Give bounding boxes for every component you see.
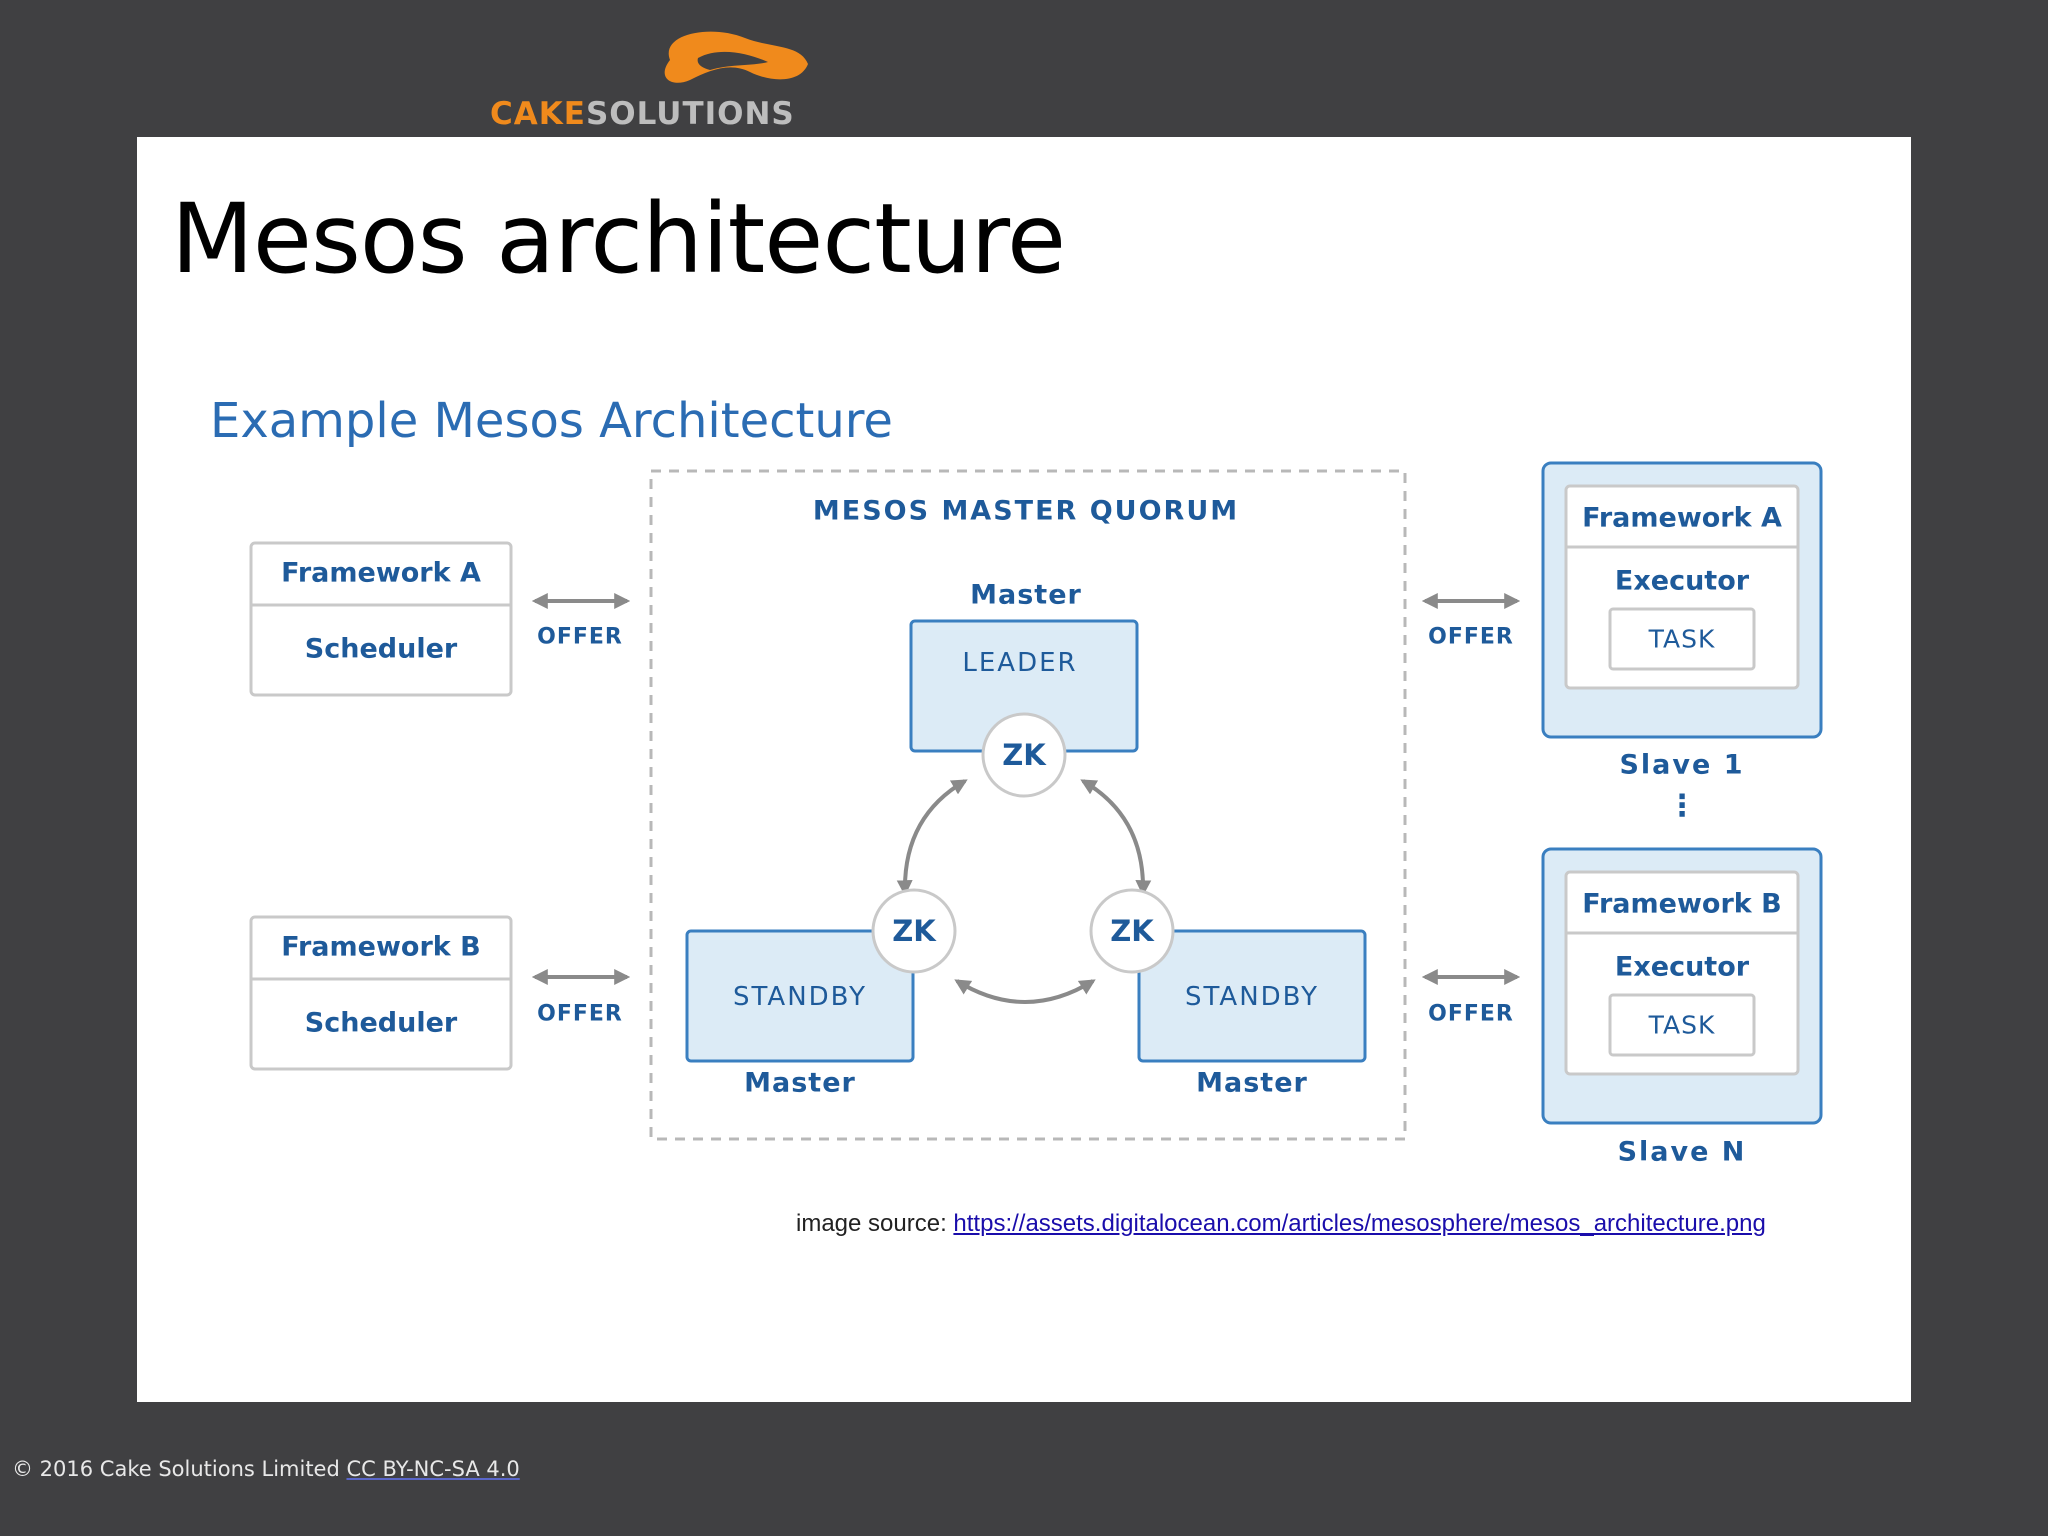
- quorum-box: [649, 469, 1407, 1141]
- logo-wordmark: CAKESOLUTIONS: [490, 96, 795, 132]
- footer: © 2016 Cake Solutions Limited CC BY-NC-S…: [12, 1457, 520, 1481]
- standby-right-master-label: Master: [1196, 1067, 1308, 1099]
- diagram-title: Example Mesos Architecture: [210, 393, 893, 449]
- zk-circle-leader: [981, 712, 1067, 798]
- slave-n-box: [1541, 847, 1823, 1125]
- standby-left-state: STANDBY: [733, 982, 867, 1012]
- slave-1-name: Slave 1: [1619, 749, 1745, 781]
- slave-1-executor: Executor: [1614, 565, 1750, 597]
- offer-label-right-1: OFFER: [1428, 624, 1514, 650]
- zk-circle-left: [871, 888, 957, 974]
- slave-n-executor: Executor: [1614, 951, 1750, 983]
- standby-right-box: [1137, 929, 1367, 1063]
- logo-cake-text: CAKE: [490, 96, 586, 132]
- cake-logo-icon: [664, 31, 808, 83]
- offer-label-right-n: OFFER: [1428, 1001, 1514, 1027]
- slave-1-box: [1541, 461, 1823, 739]
- standby-left-master-label: Master: [744, 1067, 856, 1099]
- zk-leader-label: ZK: [1002, 738, 1046, 772]
- framework-a-box: [249, 541, 513, 697]
- zk-arrow-left-right: [954, 979, 1096, 1004]
- slave-1-task: TASK: [1648, 624, 1716, 654]
- leader-state: LEADER: [962, 648, 1078, 678]
- mesos-architecture-diagram: Example Mesos Architecture MESOS MASTER …: [183, 357, 1843, 1317]
- leader-master-label: Master: [970, 579, 1082, 611]
- framework-a-role: Scheduler: [304, 633, 458, 665]
- zk-arrow-leader-right: [1080, 779, 1152, 897]
- image-source-link[interactable]: https://assets.digitalocean.com/articles…: [953, 1210, 1766, 1237]
- slave-n-task: TASK: [1648, 1010, 1716, 1040]
- slave-1-framework: Framework A: [1582, 502, 1782, 534]
- slave-ellipsis: ⋮: [1667, 788, 1697, 824]
- framework-b-role: Scheduler: [304, 1007, 458, 1039]
- framework-b-name: Framework B: [281, 931, 481, 963]
- diagram-shapes: [249, 461, 1823, 1141]
- logo-solutions-text: SOLUTIONS: [585, 96, 795, 132]
- slide: Mesos architecture: [137, 137, 1911, 1402]
- zk-arrow-leader-left: [896, 779, 968, 897]
- standby-right-state: STANDBY: [1185, 982, 1319, 1012]
- slide-title: Mesos architecture: [171, 183, 1066, 295]
- image-source-prefix: image source:: [796, 1210, 954, 1237]
- offer-label-left-b: OFFER: [537, 1001, 623, 1027]
- cake-solutions-logo: CAKESOLUTIONS: [490, 24, 810, 132]
- zk-right-label: ZK: [1110, 914, 1154, 948]
- framework-a-name: Framework A: [281, 557, 481, 589]
- quorum-label: MESOS MASTER QUORUM: [812, 495, 1240, 527]
- zk-left-label: ZK: [892, 914, 936, 948]
- zk-circle-right: [1089, 888, 1175, 974]
- offer-label-left-a: OFFER: [537, 624, 623, 650]
- image-source-caption: image source: https://assets.digitalocea…: [796, 1210, 1766, 1238]
- standby-left-box: [685, 929, 915, 1063]
- slave-n-name: Slave N: [1617, 1136, 1747, 1168]
- footer-copyright: © 2016 Cake Solutions Limited: [12, 1457, 347, 1481]
- framework-b-box: [249, 915, 513, 1071]
- footer-license-link[interactable]: CC BY-NC-SA 4.0: [346, 1457, 520, 1481]
- slave-n-framework: Framework B: [1582, 888, 1782, 920]
